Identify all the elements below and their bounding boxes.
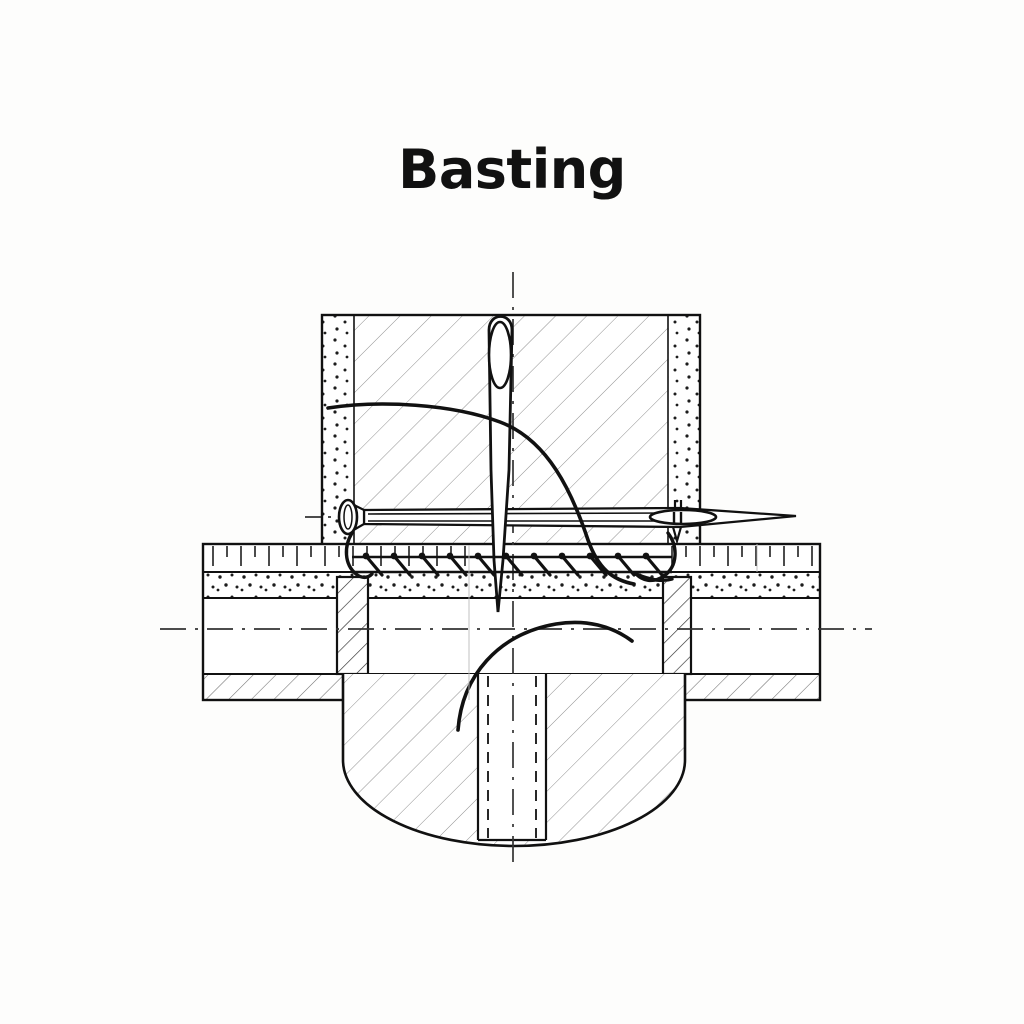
rounded-base: [341, 674, 687, 848]
ruler-ticks: [212, 546, 813, 566]
base-center-channel: [478, 674, 546, 840]
thread-upper: [326, 402, 636, 586]
pin-shaft-highlight-top: [367, 512, 673, 515]
rounded-base-outline: [341, 674, 687, 848]
thread-lower-arc: [456, 620, 634, 732]
stipple-band-fill: [203, 573, 820, 598]
mid-band-fill: [203, 598, 820, 674]
right-column: [661, 575, 693, 676]
pin-clamp-top: [673, 500, 683, 508]
stitch-tail-right: [634, 572, 674, 583]
construction-lines: [468, 544, 758, 700]
pin-eye: [648, 508, 718, 526]
page-title: Basting: [398, 138, 626, 201]
stitch-return-left: [344, 531, 374, 580]
needle-eye: [487, 320, 513, 390]
stitch-diagonals: [364, 554, 664, 577]
upper-block-right-stipple: [668, 315, 700, 577]
stitch-return-right: [634, 531, 677, 583]
pin-clamp-bottom: [671, 526, 683, 546]
left-column: [335, 575, 370, 676]
pin-head-inner: [343, 504, 353, 530]
stitch-knots: [362, 552, 650, 560]
basting-stitch-run: [344, 531, 677, 583]
vertical-needle: [487, 315, 514, 613]
needle-body: [487, 315, 514, 613]
